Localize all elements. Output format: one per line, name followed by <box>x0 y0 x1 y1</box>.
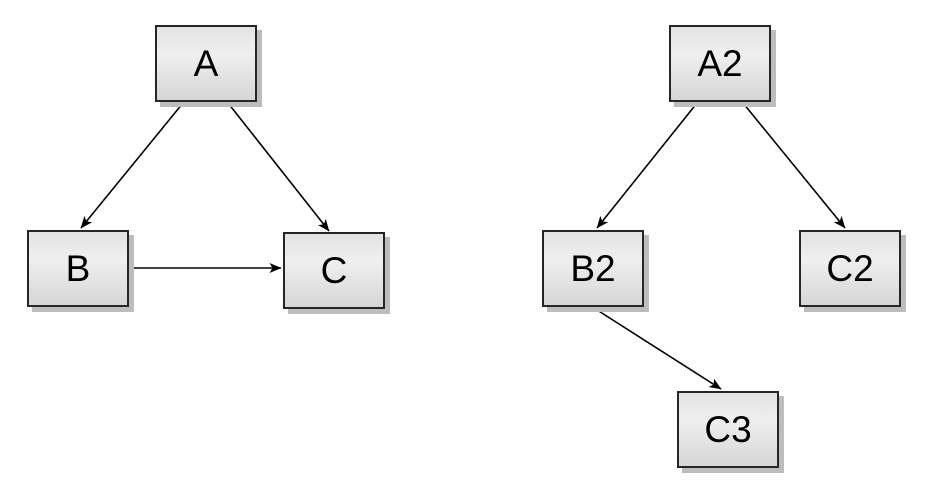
edge-A-C[interactable] <box>227 102 330 232</box>
node-B2[interactable]: B2 <box>542 230 644 307</box>
edge-B2-C3[interactable] <box>593 307 722 390</box>
node-C3-label: C3 <box>704 409 752 450</box>
node-C3[interactable]: C3 <box>677 391 779 468</box>
node-B[interactable]: B <box>27 230 129 307</box>
node-A[interactable]: A <box>155 25 257 102</box>
node-C-label: C <box>320 250 348 291</box>
edge-A-B[interactable] <box>80 102 184 229</box>
edge-A2-B2[interactable] <box>596 102 698 229</box>
node-A-label: A <box>193 43 219 84</box>
node-C[interactable]: C <box>283 232 385 309</box>
node-A2-label: A2 <box>697 43 743 84</box>
node-B2-label: B2 <box>570 248 616 289</box>
node-C2[interactable]: C2 <box>799 230 901 307</box>
node-C2-label: C2 <box>826 248 874 289</box>
node-A2[interactable]: A2 <box>669 25 771 102</box>
node-B-label: B <box>65 248 91 289</box>
edge-A2-C2[interactable] <box>742 102 846 229</box>
